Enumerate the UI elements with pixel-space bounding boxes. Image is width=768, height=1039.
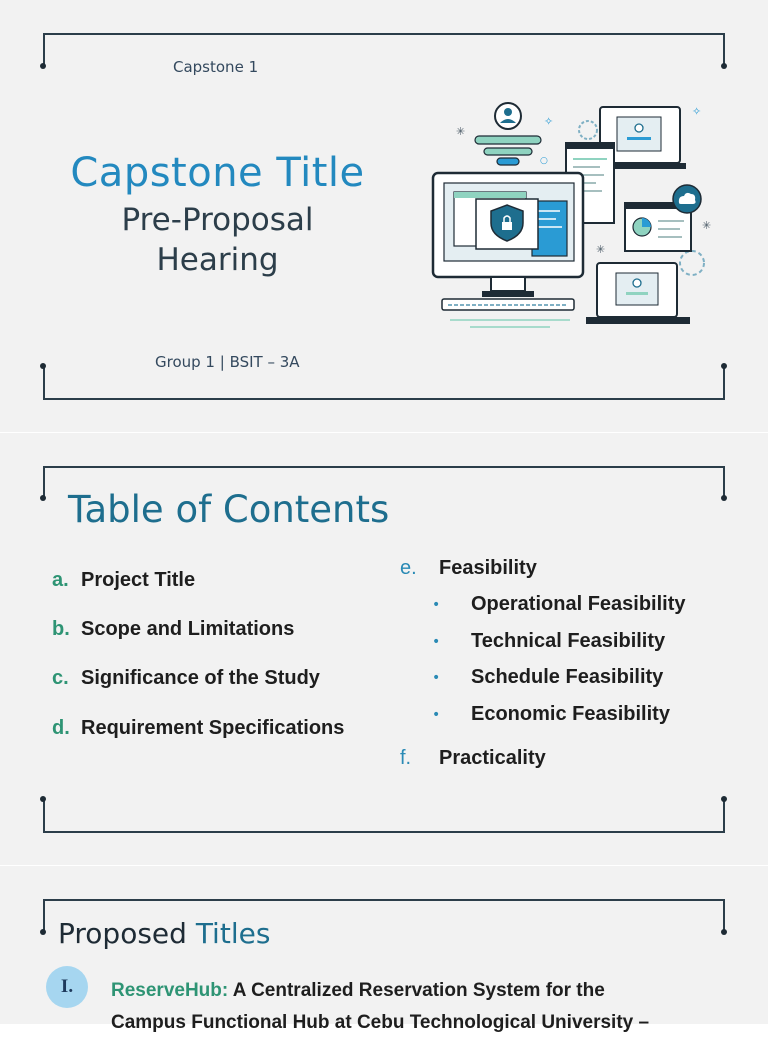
toc-item-practicality: Practicality [439,747,546,769]
toc-item-project-title: Project Title [81,569,196,591]
svg-text:✧: ✧ [544,115,553,128]
heading-part-1: Proposed [58,917,196,950]
toc-item-requirements: Requirement Specifications [81,717,345,739]
svg-text:○: ○ [540,156,548,166]
roman-numeral-badge: I. [46,966,88,1008]
proposed-titles-heading: Proposed Titles [58,917,270,950]
toc-letter-c: c. [52,667,69,689]
toc-letter-b: b. [52,618,70,640]
proposed-title-text: ReserveHub: A Centralized Reservation Sy… [111,975,711,1039]
toc-item-scope: Scope and Limitations [81,618,295,640]
toc-letter-a: a. [52,569,69,591]
toc-subitem-operational: Operational Feasibility [471,593,686,615]
toc-subitem-schedule: Schedule Feasibility [471,666,664,688]
toc-subitem-technical: Technical Feasibility [471,630,666,652]
toc-letter-f: f. [400,747,412,769]
subtitle-line-2: Hearing [156,242,279,278]
course-label: Capstone 1 [173,58,259,76]
bullet-icon: • [432,707,441,723]
bullet-icon: • [432,670,441,686]
slide-title: Capstone 1 Capstone Title Pre-Proposal H… [0,0,768,432]
group-label: Group 1 | BSIT – 3A [155,353,300,371]
bullet-icon: • [432,634,441,650]
slide-title-heading: Capstone Title [70,150,365,196]
slide-subtitle: Pre-Proposal Hearing [40,200,395,280]
toc-letter-d: d. [52,717,70,739]
svg-text:✳: ✳ [596,243,605,256]
title-line-2: Campus Functional Hub at Cebu Technologi… [111,1012,650,1033]
subtitle-line-1: Pre-Proposal [121,202,314,238]
toc-item-feasibility: Feasibility [439,557,537,579]
toc-heading: Table of Contents [68,488,390,531]
toc-item-significance: Significance of the Study [81,667,320,689]
title-line-1: A Centralized Reservation System for the [228,980,605,1001]
brand-name: ReserveHub: [111,980,229,1001]
svg-text:✳: ✳ [456,125,465,138]
svg-text:✧: ✧ [692,105,701,118]
svg-text:✳: ✳ [702,219,711,232]
computer-security-illustration-icon: ✳ ✧ ✧ ✳ ✳ ○ [431,102,711,328]
bullet-icon: • [432,597,441,613]
toc-letter-e: e. [400,557,417,579]
slide-proposed-titles [0,866,768,1024]
toc-subitem-economic: Economic Feasibility [471,703,670,725]
slide-table-of-contents [0,433,768,865]
heading-part-2: Titles [195,917,271,950]
